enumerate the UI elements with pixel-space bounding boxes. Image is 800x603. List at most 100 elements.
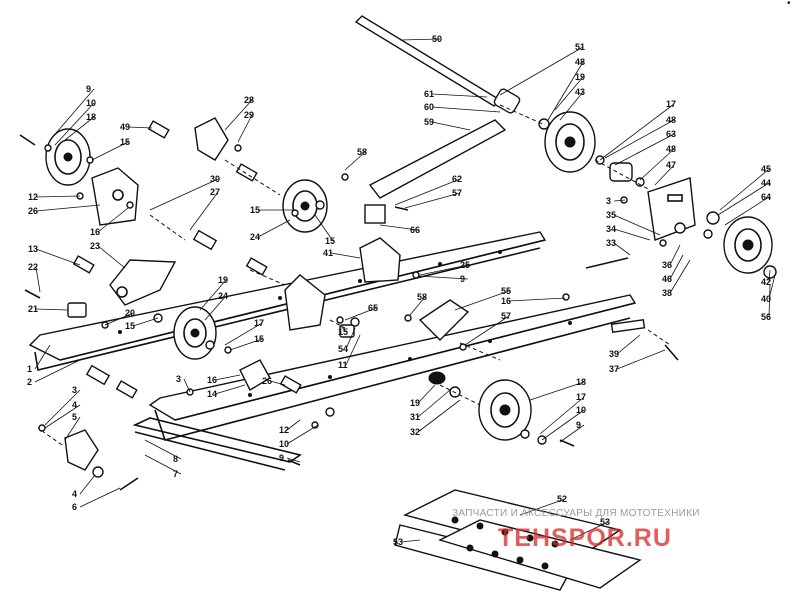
- callout-leader-c34: [613, 228, 651, 241]
- callout-leader-c62: [394, 178, 461, 206]
- callout-leader-c42: [768, 269, 771, 283]
- arm-59: [364, 119, 507, 224]
- callout-leader-c37: [616, 349, 666, 370]
- bracket-26: [284, 274, 326, 331]
- callout-c42: 42: [761, 277, 771, 287]
- callout-leader-c48a: [547, 61, 584, 121]
- callout-c53a: 53: [393, 537, 403, 547]
- callout-leader-c19c: [417, 384, 436, 404]
- bracket-front-upper: [91, 167, 139, 226]
- callout-leader-c56: [768, 284, 771, 318]
- bracket-28: [194, 117, 229, 161]
- callout-leader-c52: [519, 498, 566, 516]
- callout-leader-c6: [79, 487, 121, 508]
- callout-c17a: 17: [666, 99, 676, 109]
- callout-leader-c15d: [314, 214, 334, 242]
- callout-c32: 32: [410, 427, 420, 437]
- callout-leader-c15b: [132, 317, 159, 327]
- callout-leader-c44: [717, 182, 770, 216]
- callout-c10c: 10: [279, 439, 289, 449]
- callout-c14: 14: [207, 389, 217, 399]
- callout-c6: 6: [72, 502, 77, 512]
- callout-leader-c17c: [539, 396, 585, 435]
- callout-c12a: 12: [28, 192, 38, 202]
- callout-leader-c24b: [204, 295, 227, 321]
- callout-c9b: 9: [460, 274, 465, 284]
- wear-strip: [132, 417, 302, 471]
- callout-c16a: 16: [90, 227, 100, 237]
- callout-leader-c39: [616, 334, 641, 355]
- callout-leader-c46: [669, 254, 684, 280]
- callout-leader-c22: [35, 266, 41, 293]
- callout-leader-c4a: [44, 404, 81, 429]
- callout-leader-c63: [614, 133, 675, 166]
- callout-leader-c5: [64, 416, 81, 441]
- callout-c28: 28: [244, 95, 254, 105]
- callout-c57b: 57: [501, 311, 511, 321]
- callout-c30: 30: [210, 174, 220, 184]
- watermark-caption: ЗАПЧАСТИ И АКСЕССУАРЫ ДЛЯ МОТОТЕХНИКИ: [452, 508, 700, 519]
- drive-track: [394, 489, 642, 591]
- callout-c46: 46: [662, 274, 672, 284]
- callout-c1: 1: [27, 364, 32, 374]
- callout-leader-c25: [419, 264, 469, 276]
- callout-leader-c11: [345, 334, 361, 366]
- callout-leader-c50: [399, 38, 441, 41]
- idler-wheel-mid: [282, 179, 328, 233]
- assembly-lines: [37, 104, 671, 446]
- callout-leader-c9b: [417, 275, 469, 280]
- callout-leader-c31: [417, 389, 451, 418]
- callout-c21: 21: [28, 304, 38, 314]
- callout-leader-c12a: [35, 195, 81, 198]
- callout-c65: 65: [368, 303, 378, 313]
- callout-leader-c12b: [286, 419, 301, 431]
- callout-leader-c27: [189, 191, 219, 231]
- callout-c58b: 58: [417, 292, 427, 302]
- callout-leader-c15a: [91, 141, 129, 161]
- callout-c38: 38: [662, 288, 672, 298]
- spacers: [72, 120, 633, 399]
- callout-c24a: 24: [250, 232, 260, 242]
- callout-leader-c14: [214, 384, 246, 395]
- callout-c35: 35: [606, 210, 616, 220]
- callout-leader-c16a: [97, 207, 129, 233]
- callout-leader-c59: [431, 121, 471, 131]
- block-21: [67, 302, 87, 318]
- callout-leader-c9a: [49, 88, 95, 141]
- callout-c39: 39: [609, 349, 619, 359]
- callout-leader-c3a: [613, 199, 626, 202]
- callout-leader-c58a: [344, 151, 366, 171]
- callout-c22: 22: [28, 262, 38, 272]
- callout-c18b: 18: [576, 377, 586, 387]
- callout-c4b: 4: [72, 489, 77, 499]
- callout-leader-c19a: [554, 76, 584, 111]
- part-callouts: 5051481943616059174863484758625766910181…: [27, 34, 776, 547]
- callout-leader-c60: [431, 106, 501, 113]
- callout-c5: 5: [72, 412, 77, 422]
- callout-c52: 52: [557, 494, 567, 504]
- callout-leader-c55: [454, 290, 510, 311]
- callout-c37: 37: [609, 364, 619, 374]
- callout-leader-c43: [559, 91, 584, 121]
- idler-wheel-lower-right: [478, 379, 532, 441]
- callout-leader-c3b: [183, 378, 191, 393]
- callout-c3a: 3: [606, 196, 611, 206]
- callout-c25: 25: [460, 260, 470, 270]
- callout-c10a: 10: [86, 98, 96, 108]
- callout-leader-c47: [654, 164, 675, 186]
- callout-leader-c20: [104, 312, 134, 326]
- callout-c19a: 19: [575, 72, 585, 82]
- callout-c9a: 9: [86, 84, 91, 94]
- callout-leader-c13: [35, 248, 81, 266]
- callout-leader-c51: [499, 46, 584, 96]
- callout-leader-c48b: [604, 119, 675, 159]
- callout-c15c: 15: [250, 205, 260, 215]
- spring-block-5: [64, 429, 99, 471]
- callout-c19b: 19: [218, 275, 228, 285]
- callout-c19c: 19: [410, 398, 420, 408]
- callout-leader-c16b: [508, 297, 566, 302]
- callout-c24b: 24: [218, 291, 228, 301]
- callout-c4a: 4: [72, 400, 77, 410]
- callout-c45: 45: [761, 164, 771, 174]
- corner-dot: •: [787, 0, 791, 9]
